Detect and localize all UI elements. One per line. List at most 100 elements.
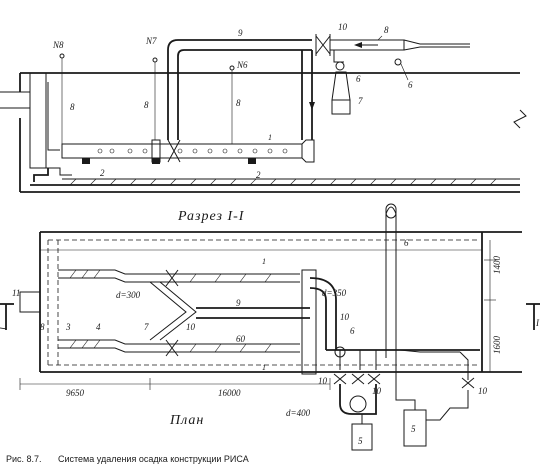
label-6-plan: 6 xyxy=(404,238,409,248)
label-1-plan-top: 1 xyxy=(262,257,266,266)
label-6-pump: 6 xyxy=(356,74,361,84)
valve-10-top xyxy=(315,35,331,55)
label-9-plan: 9 xyxy=(236,298,241,308)
valve-bottom-4 xyxy=(461,377,475,389)
pipe-end-bend xyxy=(301,139,315,163)
pipe-perforations xyxy=(97,148,288,154)
bottom-hatch xyxy=(69,178,497,186)
section-view: N8 N7 N6 10 8 9 6 6 7 8 8 8 1 2 2 xyxy=(0,22,527,193)
valve-section-1 xyxy=(167,139,181,163)
plan-inlet-pipe xyxy=(19,291,41,313)
label-9-top: 9 xyxy=(238,28,243,38)
riser-pipe-9-inner xyxy=(177,49,312,140)
lower-collector-top xyxy=(58,339,300,345)
hopper-step xyxy=(46,167,72,176)
dim-16000: 16000 xyxy=(218,388,241,398)
hopper-riser xyxy=(47,82,60,151)
label-section-I-left: I xyxy=(0,326,8,331)
flow-arrow-head xyxy=(354,42,362,48)
pipe-to-pump-5-right xyxy=(395,358,416,410)
plan-title: План xyxy=(169,413,204,428)
label-8-right: 8 xyxy=(236,98,241,108)
dim-1400: 1400 xyxy=(492,256,502,275)
dim-d400: d=400 xyxy=(286,408,311,418)
dim-9650: 9650 xyxy=(66,388,85,398)
valve-bottom-2 xyxy=(351,373,365,385)
dim-d300: d=300 xyxy=(116,290,141,300)
label-10-manifold: 10 xyxy=(186,322,196,332)
label-1-section: 1 xyxy=(268,133,272,142)
marker-n7-dot xyxy=(152,57,158,63)
label-10-riser: 10 xyxy=(340,312,350,322)
valve-bottom-1 xyxy=(333,373,347,385)
label-n6: N6 xyxy=(236,60,248,70)
label-10-bottom-b: 10 xyxy=(372,386,382,396)
valve-upper xyxy=(165,269,179,287)
gauge-6-plan xyxy=(334,346,346,358)
float-6-right xyxy=(394,58,402,66)
pump-drops xyxy=(339,350,377,370)
label-3-plan: 3 xyxy=(65,322,71,332)
plan-view: 6 1 1 11 9 10 10 6 8 3 4 7 60 10 10 10 5… xyxy=(0,203,540,451)
label-n8: N8 xyxy=(52,40,64,50)
collector-chamber xyxy=(301,269,317,375)
label-8-mid: 8 xyxy=(144,100,149,110)
caption-text: Система удаления осадка конструкции РИСА xyxy=(58,454,249,464)
valve-bottom-3 xyxy=(367,373,381,385)
label-5-right: 5 xyxy=(411,424,416,434)
discharge-bend xyxy=(459,351,469,380)
ejector-nozzle-plan xyxy=(399,349,460,353)
hopper-chamber xyxy=(29,72,47,169)
label-7-pump: 7 xyxy=(358,96,363,106)
label-5-left: 5 xyxy=(358,436,363,446)
riser-d350-outer xyxy=(309,277,337,350)
break-line-right xyxy=(513,109,527,129)
label-10-bottom-c: 10 xyxy=(478,386,488,396)
ejector-nozzle-pipe xyxy=(403,39,470,51)
label-2-left: 2 xyxy=(100,168,105,178)
label-6-right: 6 xyxy=(408,80,413,90)
manifold-right xyxy=(159,281,197,341)
pipe-6-top xyxy=(385,203,397,219)
label-8-top: 8 xyxy=(384,25,389,35)
label-4-plan: 4 xyxy=(96,322,101,332)
label-6-plan-right: 6 xyxy=(350,326,355,336)
riser-pipe-9-outer xyxy=(167,39,312,140)
dim-d350: d=350 xyxy=(322,288,347,298)
label-10-top: 10 xyxy=(338,22,348,32)
lower-collector-bottom xyxy=(58,347,300,353)
section-title: Разрез I-I xyxy=(177,209,245,224)
valve-lower xyxy=(165,339,179,357)
marker-n8-dot xyxy=(59,53,65,59)
label-11: 11 xyxy=(12,288,20,298)
pump-5-right-link xyxy=(426,390,469,421)
label-10-bottom-a: 10 xyxy=(318,376,328,386)
ejector-body xyxy=(329,39,405,51)
label-8-hopper: 8 xyxy=(70,102,75,112)
pipe-d400 xyxy=(339,384,377,415)
dim-1600: 1600 xyxy=(492,336,502,355)
lower-hatch xyxy=(69,339,272,353)
marker-n6-dot xyxy=(229,65,235,71)
caption-number: Рис. 8.7. xyxy=(6,454,42,464)
label-1-plan-bottom: 1 xyxy=(262,363,266,372)
label-60-plan: 60 xyxy=(236,334,246,344)
support-3 xyxy=(248,158,256,164)
riser-d350-inner xyxy=(309,287,327,350)
pipe-6-cap xyxy=(385,206,397,215)
support-1 xyxy=(82,158,90,164)
pump-housing xyxy=(331,71,351,101)
hopper-bottom xyxy=(33,168,49,182)
support-2 xyxy=(152,158,160,164)
label-8-plan: 8 xyxy=(40,322,45,332)
label-7-plan: 7 xyxy=(144,322,149,332)
manifold-left xyxy=(149,281,187,341)
down-arrow-head xyxy=(309,102,315,110)
label-n7: N7 xyxy=(145,36,157,46)
upper-collector-bottom xyxy=(58,277,300,283)
pump-plan-body xyxy=(349,395,367,413)
pipe-to-pump xyxy=(333,50,344,63)
label-section-I-right: I xyxy=(535,318,540,328)
upper-collector-top xyxy=(58,269,300,275)
